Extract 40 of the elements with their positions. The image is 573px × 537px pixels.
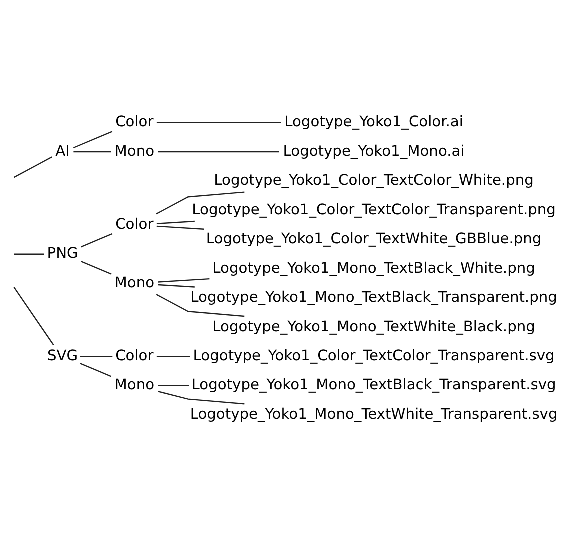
node-text: Logotype_Yoko1_Mono_TextBlack_Transparent.svg	[192, 376, 556, 394]
connector	[158, 390, 245, 404]
connector	[73, 130, 113, 148]
node-text: Mono	[114, 274, 155, 291]
node-text: Mono	[114, 142, 155, 160]
node-text: Mono	[114, 376, 155, 394]
connector	[156, 225, 204, 230]
connector	[156, 122, 282, 123]
node-text: Logotype_Yoko1_Mono_TextWhite_Transparent.svg	[190, 405, 558, 422]
node-text: PNG	[47, 244, 78, 262]
connector	[158, 284, 195, 288]
connector	[80, 362, 112, 377]
node-text: Color	[116, 215, 154, 232]
connector	[14, 253, 44, 254]
connector	[158, 384, 190, 386]
connector	[80, 260, 112, 274]
connector	[80, 356, 113, 357]
node-text: AI	[56, 142, 70, 160]
connector	[158, 150, 280, 152]
connector	[156, 220, 195, 224]
connector	[74, 150, 112, 152]
connector	[156, 294, 245, 317]
node-text: Logotype_Yoko1_Color_TextColor_White.png	[214, 172, 534, 189]
connector	[158, 278, 210, 282]
connector	[156, 356, 190, 357]
node-text: Logotype_Yoko1_Mono_TextBlack_White.png	[212, 259, 536, 276]
connector	[80, 232, 113, 248]
node-text: Logotype_Yoko1_Mono.ai	[283, 142, 465, 160]
node-text: Logotype_Yoko1_Color_TextWhite_GBBlue.png	[206, 230, 542, 248]
node-text: Color	[116, 346, 154, 364]
node-text: Logotype_Yoko1_Color.ai	[284, 113, 464, 130]
node-text: Logotype_Yoko1_Color_TextColor_Transparent.png	[192, 200, 556, 218]
node-text: Logotype_Yoko1_Color_TextColor_Transparent.svg	[193, 346, 555, 364]
connector	[14, 156, 52, 178]
connector	[156, 191, 245, 214]
connector	[14, 286, 54, 346]
node-text: Logotype_Yoko1_Mono_TextWhite_Black.png	[212, 318, 536, 335]
node-text: Logotype_Yoko1_Mono_TextBlack_Transparent.png	[190, 288, 558, 306]
node-text: SVG	[48, 346, 78, 364]
node-text: Color	[116, 113, 154, 130]
